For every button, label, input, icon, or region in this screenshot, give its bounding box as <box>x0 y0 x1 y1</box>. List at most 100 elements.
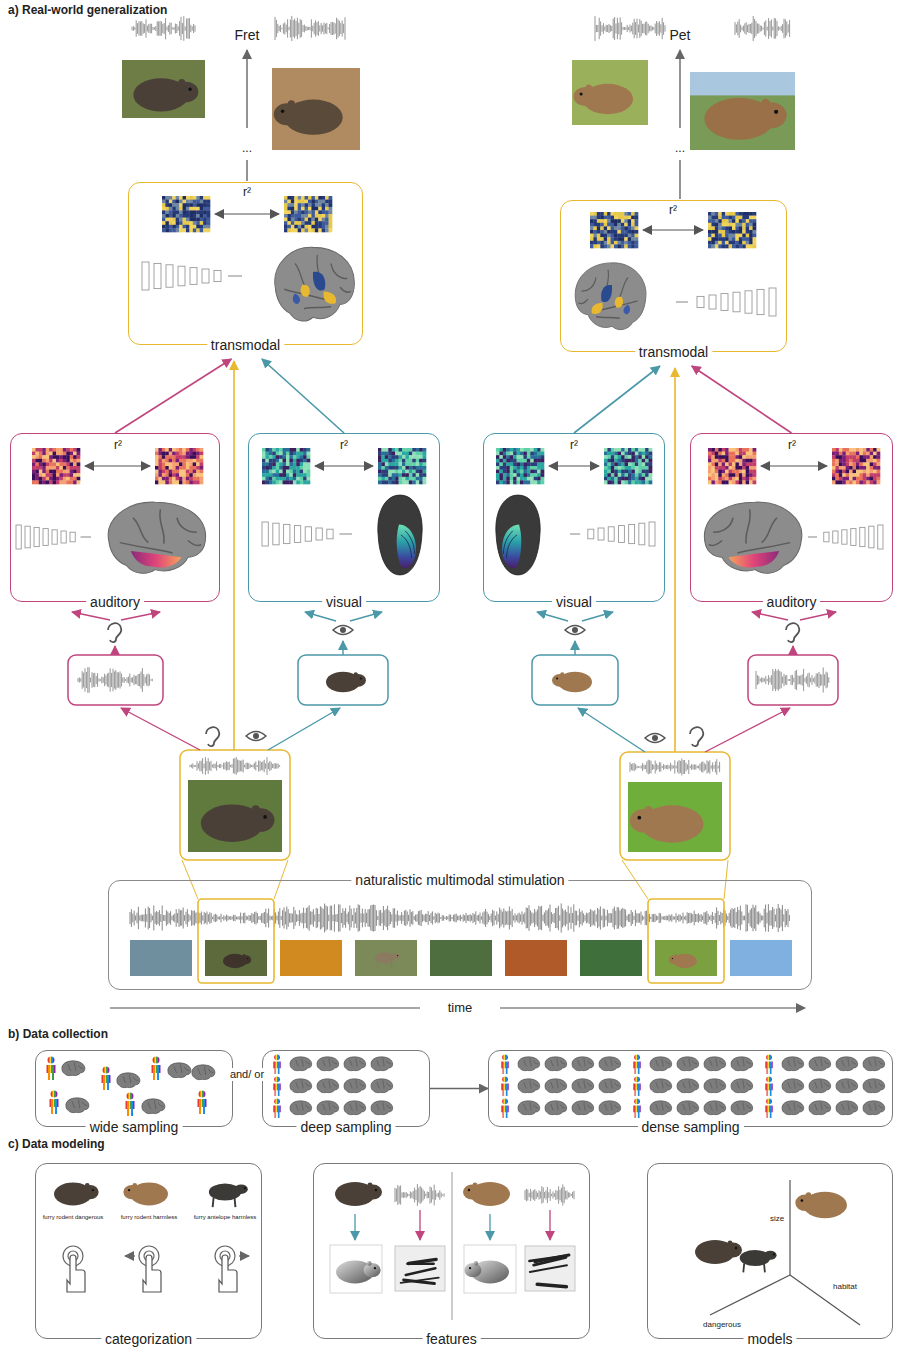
heatmap-cell <box>381 448 385 452</box>
heatmap-cell <box>708 230 712 234</box>
heatmap-cell <box>722 477 726 481</box>
heatmap-cell <box>870 459 874 463</box>
heatmap-cell <box>203 196 207 200</box>
animal-eye <box>244 1187 246 1189</box>
heatmap-cell <box>739 212 743 216</box>
heatmap-cell <box>46 448 50 452</box>
heatmap-cell <box>725 237 729 241</box>
heatmap-cell <box>635 473 639 477</box>
heatmap-cell <box>287 200 291 204</box>
heatmap-cell <box>645 466 649 470</box>
heatmap-cell <box>318 228 322 232</box>
heatmap-cell <box>395 462 399 466</box>
heatmap-cell <box>169 459 173 463</box>
participant-icon <box>633 1076 641 1096</box>
heatmap-cell <box>196 214 200 218</box>
heatmap-cell <box>607 448 611 452</box>
heatmap-cell <box>735 459 739 463</box>
heatmap-cell <box>53 448 57 452</box>
heatmap-cell <box>284 225 288 229</box>
heatmap-cell <box>722 470 726 474</box>
heatmap-cell <box>307 473 311 477</box>
animal-head <box>82 1185 99 1199</box>
heatmap-cell <box>315 207 319 211</box>
heatmap-cell <box>527 470 531 474</box>
heatmap-cell <box>649 455 653 459</box>
heatmap-cell <box>294 221 298 225</box>
heatmap-cell <box>325 228 329 232</box>
heatmap-cell <box>286 473 290 477</box>
heatmap-cell <box>597 237 601 241</box>
heatmap-cell <box>739 230 743 234</box>
animal-ear <box>586 84 592 90</box>
heatmap-cell <box>207 214 211 218</box>
heatmap-cell <box>534 466 538 470</box>
heatmap-cell <box>849 448 853 452</box>
heatmap-cell <box>708 241 712 245</box>
heatmap-cell <box>742 237 746 241</box>
waveform <box>595 16 665 41</box>
heatmap-cell <box>506 462 510 466</box>
heatmap-cell <box>307 452 311 456</box>
brain-surface <box>275 247 355 321</box>
heatmap-cell <box>35 477 39 481</box>
heatmap-cell <box>165 214 169 218</box>
heatmap-cell <box>732 216 736 220</box>
brain-icon <box>317 1057 339 1071</box>
heatmap-cell <box>35 455 39 459</box>
heatmap-cell <box>718 241 722 245</box>
heatmap-cell <box>186 214 190 218</box>
heatmap-cell <box>296 452 300 456</box>
heatmap-cell <box>49 473 53 477</box>
heatmap-cell <box>718 473 722 477</box>
heatmap-cell <box>183 196 187 200</box>
animal <box>375 953 400 968</box>
heatmap-cell <box>753 241 757 245</box>
heatmap-cell <box>541 466 545 470</box>
heatmap-cell <box>873 462 877 466</box>
heatmap-cell <box>614 466 618 470</box>
heatmap-cell <box>322 221 326 225</box>
heatmap-cell <box>503 477 507 481</box>
heatmap-cell <box>628 226 632 230</box>
heatmap-cell <box>53 462 57 466</box>
brain-icon <box>599 1079 621 1093</box>
heatmap-cell <box>746 477 750 481</box>
heatmap-cell <box>307 470 311 474</box>
waveform <box>275 16 345 41</box>
heatmap-cell <box>179 466 183 470</box>
heatmap-cell <box>46 462 50 466</box>
participant-icon <box>501 1098 509 1118</box>
heatmap-cell <box>593 237 597 241</box>
network-layer <box>142 262 149 290</box>
heatmap-cell <box>325 207 329 211</box>
heatmap-cell <box>203 218 207 222</box>
heatmap-cell <box>835 452 839 456</box>
heatmap-cell <box>385 470 389 474</box>
heatmap-cell <box>293 448 297 452</box>
heatmap-cell <box>604 223 608 227</box>
heatmap-cell <box>402 448 406 452</box>
heatmap-cell <box>179 200 183 204</box>
heatmap-cell <box>287 225 291 229</box>
animal-head <box>391 953 399 959</box>
heatmap-cell <box>419 477 423 481</box>
heatmap-cell <box>294 214 298 218</box>
heatmap-cell <box>276 473 280 477</box>
heatmap-cell <box>305 225 309 229</box>
heatmap-cell <box>866 466 870 470</box>
heatmap-cell <box>269 477 273 481</box>
heatmap-cell <box>399 470 403 474</box>
heatmap-cell <box>725 241 729 245</box>
ear-icon <box>108 623 121 642</box>
heatmap-cell <box>46 473 50 477</box>
heatmap-cell <box>725 459 729 463</box>
heatmap-cell <box>715 223 719 227</box>
heatmap-cell <box>642 466 646 470</box>
heatmap-cell <box>53 452 57 456</box>
heatmap-cell <box>593 241 597 245</box>
heatmap-cell <box>742 448 746 452</box>
heatmap-cell <box>625 470 629 474</box>
heatmap-cell <box>725 473 729 477</box>
heatmap-cell <box>604 237 608 241</box>
